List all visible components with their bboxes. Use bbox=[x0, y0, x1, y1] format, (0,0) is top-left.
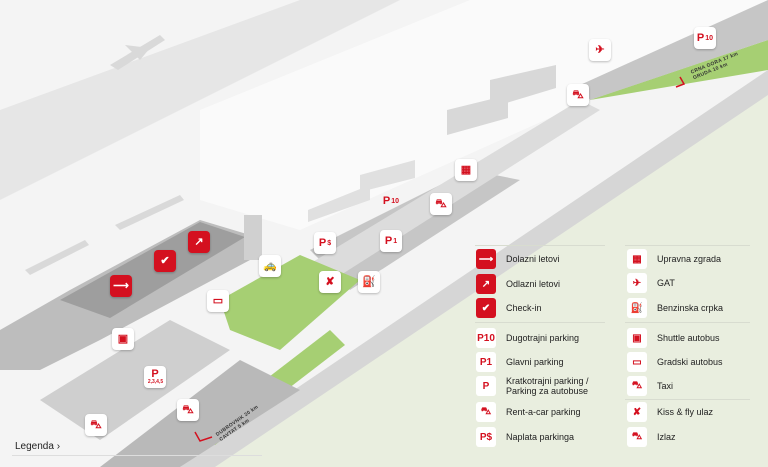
parking-p10 bbox=[580, 0, 768, 100]
legend-label: Kiss & fly ulaz bbox=[657, 407, 714, 417]
building bbox=[360, 160, 415, 192]
shuttle-bus-icon[interactable]: ▣ bbox=[112, 328, 134, 350]
legend-label: Benzinska crpka bbox=[657, 303, 724, 313]
check-in-icon[interactable]: ✔ bbox=[154, 250, 176, 272]
parking-bus bbox=[40, 320, 230, 440]
building bbox=[308, 185, 370, 222]
legend-label: Dugotrajni parking bbox=[506, 333, 580, 343]
legend-label: Naplata parkinga bbox=[506, 432, 575, 442]
legend-item-arrivals: ⟶ Dolazni letovi bbox=[476, 249, 560, 269]
arrivals-icon: ⟶ bbox=[476, 249, 496, 269]
legend-label: Check-in bbox=[506, 303, 542, 313]
runway-area bbox=[0, 0, 400, 200]
legend-label: GAT bbox=[657, 278, 675, 288]
short-term-parking-icon: P bbox=[476, 376, 496, 396]
legend-label: Dolazni letovi bbox=[506, 254, 560, 264]
access-road bbox=[250, 100, 600, 320]
legend-label: Shuttle autobus bbox=[657, 333, 720, 343]
legend-title: Legenda bbox=[15, 441, 54, 452]
legend-label: Upravna zgrada bbox=[657, 254, 722, 264]
divider bbox=[625, 322, 750, 323]
departures-icon[interactable]: ↗ bbox=[188, 231, 210, 253]
direction-arrow bbox=[194, 431, 213, 442]
divider bbox=[475, 245, 605, 246]
legend-label: Gradski autobus bbox=[657, 357, 723, 367]
airplane-icon bbox=[110, 35, 165, 70]
legend-item-rent-a-car: ⛍ Rent-a-car parking bbox=[476, 402, 581, 422]
control-tower bbox=[244, 215, 262, 260]
taxi-icon[interactable]: 🚕 bbox=[259, 255, 281, 277]
legend-label: Taxi bbox=[657, 381, 674, 391]
legend-label: Rent-a-car parking bbox=[506, 407, 581, 417]
parking-payment-icon: P$ bbox=[476, 427, 496, 447]
divider bbox=[625, 245, 750, 246]
exit-icon[interactable]: ⛍ bbox=[85, 414, 107, 436]
admin-building-icon: ▦ bbox=[627, 249, 647, 269]
check-in-icon: ✔ bbox=[476, 298, 496, 318]
gat-plane-icon: ✈ bbox=[627, 273, 647, 293]
exit-icon: ⛍ bbox=[627, 427, 647, 447]
main-parking-icon: P1 bbox=[476, 352, 496, 372]
legend-item-fuel-station: ⛽ Benzinska crpka bbox=[627, 298, 723, 318]
long-term-parking-icon: P10 bbox=[476, 328, 496, 348]
legend-toggle[interactable]: Legenda › bbox=[15, 441, 60, 452]
rent-a-car-icon: ⛍ bbox=[476, 402, 496, 422]
legend-item-admin-building: ▦ Upravna zgrada bbox=[627, 249, 721, 269]
legend-item-departures: ↗ Odlazni letovi bbox=[476, 274, 560, 294]
admin-building-icon[interactable]: ▦ bbox=[455, 159, 477, 181]
legend-item-shuttle-bus: ▣ Shuttle autobus bbox=[627, 328, 720, 348]
parking-south bbox=[100, 360, 300, 467]
legend-item-gat: ✈ GAT bbox=[627, 273, 675, 293]
main-road bbox=[180, 70, 768, 467]
city-bus-icon[interactable]: ▭ bbox=[207, 290, 229, 312]
fuel-station-icon: ⛽ bbox=[627, 298, 647, 318]
exit-icon[interactable]: ⛍ bbox=[430, 193, 452, 215]
kiss-fly-icon: ✘ bbox=[627, 402, 647, 422]
chevron-right-icon: › bbox=[56, 441, 61, 452]
direction-arrow bbox=[675, 76, 686, 88]
legend-item-kiss-fly: ✘ Kiss & fly ulaz bbox=[627, 402, 713, 422]
divider bbox=[12, 455, 262, 456]
legend-item-exit: ⛍ Izlaz bbox=[627, 427, 676, 447]
parking-payment-icon[interactable]: P$ bbox=[314, 232, 336, 254]
exit-icon[interactable]: ⛍ bbox=[567, 84, 589, 106]
legend-item-main-parking: P1 Glavni parking bbox=[476, 352, 564, 372]
departures-icon: ↗ bbox=[476, 274, 496, 294]
legend-label: Izlaz bbox=[657, 432, 676, 442]
divider bbox=[625, 399, 750, 400]
legend-item-check-in: ✔ Check-in bbox=[476, 298, 542, 318]
shuttle-bus-icon: ▣ bbox=[627, 328, 647, 348]
legend-item-short-term-parking: P Kratkotrajni parking / Parking za autob… bbox=[476, 376, 616, 396]
legend-item-long-term-parking: P10 Dugotrajni parking bbox=[476, 328, 579, 348]
legend-item-taxi: ⛍ Taxi bbox=[627, 376, 673, 396]
airplane-icon bbox=[25, 240, 89, 275]
legend-item-parking-payment: P$ Naplata parkinga bbox=[476, 427, 574, 447]
city-bus-icon: ▭ bbox=[627, 352, 647, 372]
hangar bbox=[490, 65, 556, 108]
divider bbox=[475, 322, 605, 323]
gat-plane-icon[interactable]: ✈ bbox=[589, 39, 611, 61]
kiss-fly-icon[interactable]: ✘ bbox=[319, 271, 341, 293]
arrivals-icon[interactable]: ⟶ bbox=[110, 275, 132, 297]
legend-label: Odlazni letovi bbox=[506, 279, 561, 289]
fuel-station-icon[interactable]: ⛽ bbox=[358, 271, 380, 293]
rent-a-car-icon[interactable]: ⛍ bbox=[177, 399, 199, 421]
legend-label: Kratkotrajni parking / Parking za autobu… bbox=[506, 376, 589, 396]
airplane-icon bbox=[115, 195, 184, 230]
taxi-icon: ⛍ bbox=[627, 376, 647, 396]
legend-item-city-bus: ▭ Gradski autobus bbox=[627, 352, 723, 372]
legend-label: Glavni parking bbox=[506, 357, 564, 367]
